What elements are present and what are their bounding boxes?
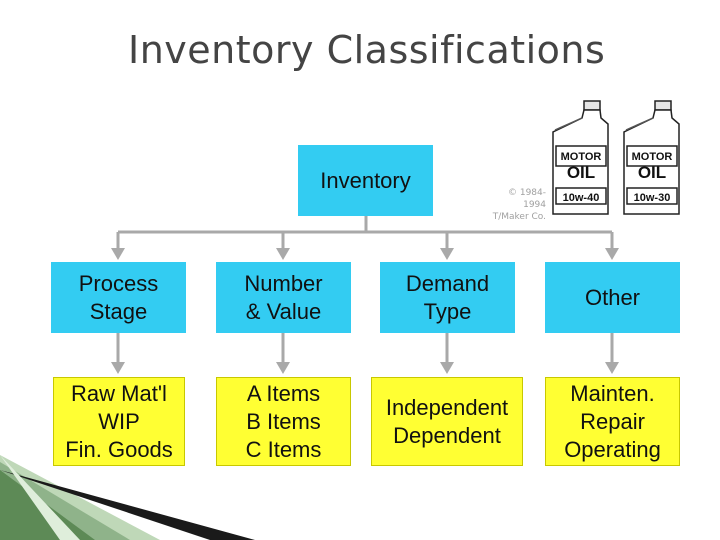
category-node-other: Other	[545, 262, 680, 333]
item-node-process-stage: Raw Mat'l WIP Fin. Goods	[53, 377, 185, 466]
arrowhead-5	[111, 362, 125, 374]
copyright-line-3: T/Maker Co.	[492, 212, 546, 222]
arrowhead-2	[276, 248, 290, 260]
bottle-right-line2: OIL	[638, 163, 666, 182]
category-label: Other	[584, 284, 641, 310]
item-node-demand-type: Independent Dependent	[371, 377, 523, 466]
item-list: Raw Mat'l WIP Fin. Goods	[65, 380, 173, 462]
bottle-left-line1: MOTOR	[561, 151, 602, 163]
motor-oil-bottle-left-icon	[552, 100, 609, 215]
page-title: Inventory Classifications	[128, 28, 606, 72]
motor-oil-bottle-right-icon	[623, 100, 680, 215]
copyright-line-1: © 1984-	[507, 188, 546, 198]
root-node-inventory: Inventory	[298, 145, 433, 216]
bottle-right-grade: 10w-30	[634, 192, 671, 204]
arrowhead-1	[111, 248, 125, 260]
copyright-notice: © 1984- 1994 T/Maker Co.	[478, 187, 546, 223]
bottle-right-line1: MOTOR	[632, 151, 673, 163]
item-list: Independent Dependent	[385, 394, 509, 448]
arrowhead-4	[605, 248, 619, 260]
corner-swoosh-decoration	[0, 455, 255, 540]
category-label: Number & Value	[244, 270, 323, 324]
arrowhead-6	[276, 362, 290, 374]
item-list: Mainten. Repair Operating	[564, 380, 661, 462]
bottle-left-line2: OIL	[567, 163, 595, 182]
copyright-line-2: 1994	[523, 200, 546, 210]
category-node-process-stage: Process Stage	[51, 262, 186, 333]
item-list: A Items B Items C Items	[245, 380, 322, 462]
item-node-other: Mainten. Repair Operating	[545, 377, 680, 466]
root-node-label: Inventory	[320, 167, 411, 193]
category-node-number-value: Number & Value	[216, 262, 351, 333]
arrowhead-7	[440, 362, 454, 374]
arrowhead-3	[440, 248, 454, 260]
category-label: Demand Type	[405, 270, 490, 324]
arrowhead-8	[605, 362, 619, 374]
category-label: Process Stage	[78, 270, 159, 324]
bottle-left-grade: 10w-40	[563, 192, 600, 204]
category-node-demand-type: Demand Type	[380, 262, 515, 333]
item-node-number-value: A Items B Items C Items	[216, 377, 351, 466]
